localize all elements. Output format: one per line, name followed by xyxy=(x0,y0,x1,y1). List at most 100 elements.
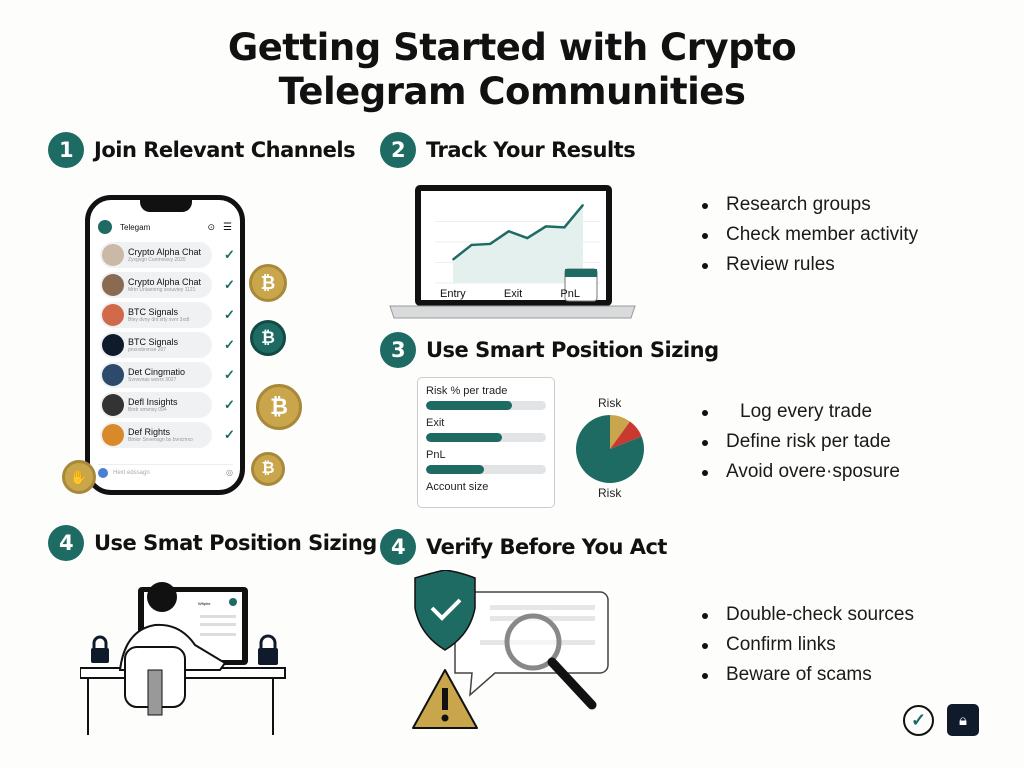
bullet-item: Research groups xyxy=(700,190,918,220)
results-bullets: Research groups Check member activity Re… xyxy=(700,190,918,280)
x-label: Entry xyxy=(440,288,466,300)
bullet-item: Double-check sources xyxy=(700,600,914,630)
calendar-icon xyxy=(564,268,598,302)
laptop-base xyxy=(389,305,636,319)
risk-pie-chart xyxy=(576,415,644,483)
workstation-illustration: Wfiphe xyxy=(80,582,286,735)
bullet-item: Define risk per tade xyxy=(700,427,900,457)
data-point xyxy=(563,226,566,229)
check-icon: ✓ xyxy=(224,307,235,322)
check-icon: ✓ xyxy=(224,247,235,262)
warning-icon xyxy=(412,669,478,729)
data-point xyxy=(526,237,529,239)
chat-subtitle: Zyxgvgn Cunmnisvy 2020 xyxy=(128,256,186,263)
coin-icon: ✋ xyxy=(62,460,96,494)
chat-name: BTC Signals xyxy=(128,306,179,317)
chat-subtitle: pnxoxbrvnse 207 xyxy=(128,346,167,353)
bullet-item: Confirm links xyxy=(700,630,914,660)
step-number: 2 xyxy=(380,132,416,168)
data-point xyxy=(545,225,547,228)
step-number: 4 xyxy=(48,525,84,561)
check-icon: ✓ xyxy=(224,337,235,352)
chat-avatar xyxy=(102,394,124,416)
verify-bullets: Double-check sources Confirm links Bewar… xyxy=(700,600,914,690)
lock-icon xyxy=(91,635,109,663)
check-icon: ✓ xyxy=(224,397,235,412)
message-input[interactable]: Hext edssagn ◎ xyxy=(98,464,233,480)
laptop-results-chart xyxy=(389,185,636,319)
position-sizing-panel: Risk % per trade Exit PnL Account size xyxy=(417,377,555,508)
attach-icon[interactable] xyxy=(98,467,108,478)
lock-icon xyxy=(258,634,278,665)
lock-icon: 🔒︎ xyxy=(947,704,979,736)
bitcoin-coin-icon: ₿ xyxy=(249,264,287,302)
chat-name: BTC Signals xyxy=(128,336,179,347)
pie-slice xyxy=(610,415,630,449)
bullet-item: Beware of scams xyxy=(700,660,914,690)
chat-avatar xyxy=(102,304,124,326)
chart-area xyxy=(453,204,583,283)
bullet-item: Avoid overe·sposure xyxy=(700,457,900,487)
phone-notch xyxy=(140,200,192,212)
chat-name: Crypto Alpha Chat xyxy=(128,246,202,257)
chat-avatar xyxy=(102,364,124,386)
x-label: PnL xyxy=(560,288,580,300)
chat-avatar xyxy=(102,424,124,446)
step-number: 3 xyxy=(380,332,416,368)
person-head xyxy=(147,582,177,612)
bitcoin-coin-icon: ₿ xyxy=(256,384,302,430)
data-point xyxy=(507,230,510,233)
bullet-item: Log every trade xyxy=(700,397,900,427)
bullet-item: Check member activity xyxy=(700,220,918,250)
chart-x-labels: Entry Exit PnL xyxy=(440,288,580,300)
step-number: 1 xyxy=(48,132,84,168)
bitcoin-coin-icon: ₿ xyxy=(250,320,286,356)
telegram-logo-icon xyxy=(98,220,112,234)
pnl-bar xyxy=(426,465,546,474)
pie-top-label: Risk xyxy=(598,396,622,410)
pie-slice xyxy=(576,415,644,483)
check-icon: ✓ xyxy=(224,277,235,292)
screen-title: Wfiphe xyxy=(198,601,211,606)
mic-icon[interactable]: ◎ xyxy=(226,468,233,477)
phone-header: Telegam ⊙ ☰ xyxy=(90,200,240,242)
chat-subtitle: Mrtn Unlaenrng ssxuvtey 1121 xyxy=(128,286,196,293)
chat-name: Crypto Alpha Chat xyxy=(128,276,202,287)
app-title: Telegam xyxy=(120,222,151,232)
status-icon[interactable]: ⊙ xyxy=(207,221,216,232)
chat-avatar xyxy=(102,334,124,356)
x-label: Exit xyxy=(503,288,523,300)
chat-name: Det Cingmatio xyxy=(128,366,186,377)
sizing-bullets: Log every trade Define risk per tade Avo… xyxy=(700,397,900,487)
step-number: 4 xyxy=(380,529,416,565)
results-line xyxy=(452,204,584,261)
chat-subtitle: Btnlor Snvensgn bs bvncmxo xyxy=(128,436,193,443)
chat-subtitle: Svnxvnas wxvrs 3027 xyxy=(128,376,177,383)
data-point xyxy=(452,258,454,261)
menu-icon[interactable]: ☰ xyxy=(223,221,232,233)
magnifying-glass-icon xyxy=(504,613,597,710)
data-point xyxy=(489,243,491,245)
check-icon: ✓ xyxy=(224,367,235,382)
shield-check-icon xyxy=(414,570,476,651)
data-point xyxy=(582,204,584,206)
chat-subtitle: Birdr smvnsy 094 xyxy=(128,406,167,413)
check-circle-icon: ✓ xyxy=(903,705,934,736)
pie-slice xyxy=(610,421,642,449)
chat-name: Defl Insights xyxy=(128,396,178,407)
risk-bar xyxy=(426,401,546,410)
